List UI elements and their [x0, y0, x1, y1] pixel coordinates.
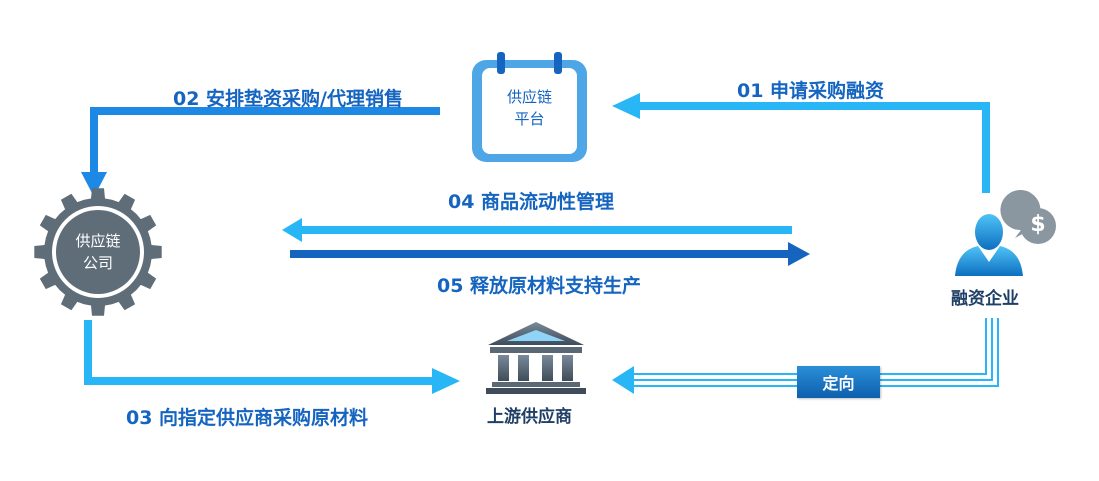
step-01-label: 01 申请采购融资	[737, 80, 885, 102]
arrow-04-liquidity-management	[282, 218, 792, 242]
step-02-label: 02 安排垫资采购/代理销售	[173, 88, 403, 110]
arrow-directed-supply	[612, 318, 999, 394]
arrow-03-purchase-materials	[84, 320, 460, 394]
supplier-label: 上游供应商	[487, 407, 572, 427]
arrow-02-arrange-procurement	[81, 107, 440, 197]
company-label: 供应链 公司	[58, 230, 138, 274]
platform-label: 供应链 平台	[482, 86, 577, 130]
platform-label-line2: 平台	[514, 110, 545, 128]
arrow-01-apply-financing	[612, 93, 990, 193]
directed-tag: 定向	[797, 366, 880, 398]
company-label-line2: 公司	[82, 254, 113, 272]
step-04-label: 04 商品流动性管理	[448, 191, 615, 213]
arrow-05-release-materials	[290, 242, 810, 266]
dollar-bubble-icon	[1000, 190, 1056, 244]
company-gear-icon	[34, 188, 162, 316]
platform-label-line1: 供应链	[506, 88, 552, 106]
dollar-symbol: $	[1030, 212, 1046, 237]
enterprise-person-icon	[955, 214, 1023, 276]
enterprise-label: 融资企业	[951, 289, 1019, 309]
platform-calendar-icon	[472, 52, 587, 162]
step-05-label: 05 释放原材料支持生产	[437, 275, 642, 297]
supplier-bank-icon	[486, 322, 586, 394]
company-label-line1: 供应链	[75, 232, 121, 250]
step-03-label: 03 向指定供应商采购原材料	[126, 407, 369, 429]
